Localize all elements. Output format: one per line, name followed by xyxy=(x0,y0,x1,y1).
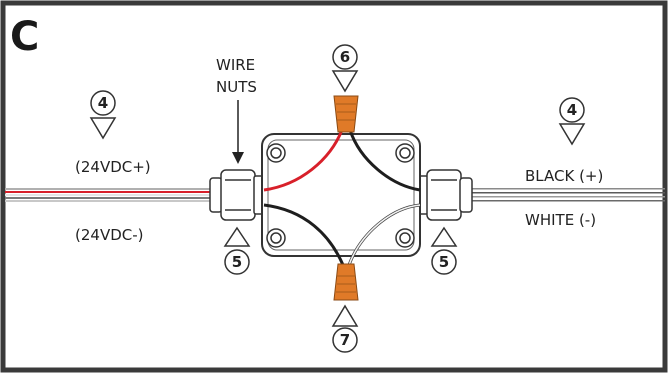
left-positive-label: (24VDC+) xyxy=(75,158,151,176)
callout-left-gland-number: 5 xyxy=(232,253,242,271)
callout-right-wire-number: 4 xyxy=(567,101,577,119)
callout-bottom-nut-number: 7 xyxy=(340,331,350,349)
callout-top-nut: 6 xyxy=(331,44,359,93)
callout-left-wire-number: 4 xyxy=(98,94,108,112)
top-wire-nut xyxy=(333,95,359,133)
right-cable-gland xyxy=(417,169,473,221)
callout-right-gland-number: 5 xyxy=(439,253,449,271)
box-screw-bottom-left xyxy=(266,228,286,248)
panel-letter: C xyxy=(10,14,39,60)
left-cable-gland xyxy=(209,169,265,221)
left-negative-label: (24VDC-) xyxy=(75,226,144,244)
wire-nuts-label-line2: NUTS xyxy=(216,78,257,96)
black-wire-in xyxy=(263,203,345,266)
box-screw-top-right xyxy=(395,143,415,163)
wire-nuts-arrow xyxy=(232,100,244,164)
box-screw-top-left xyxy=(266,143,286,163)
bottom-wire-nut xyxy=(333,263,359,301)
right-output-cable xyxy=(462,188,665,202)
callout-right-wire: 4 xyxy=(558,97,586,146)
callout-top-nut-number: 6 xyxy=(340,48,350,66)
callout-left-gland: 5 xyxy=(223,226,251,275)
callout-right-gland: 5 xyxy=(430,226,458,275)
callout-bottom-nut: 7 xyxy=(331,304,359,353)
junction-box xyxy=(261,133,421,257)
black-wire-out xyxy=(348,129,421,192)
box-screw-bottom-right xyxy=(395,228,415,248)
right-positive-label: BLACK (+) xyxy=(525,167,603,185)
callout-left-wire: 4 xyxy=(89,90,117,140)
left-input-cable xyxy=(5,188,215,202)
red-wire xyxy=(263,129,344,192)
wire-nuts-label-line1: WIRE xyxy=(216,56,255,74)
right-negative-label: WHITE (-) xyxy=(525,211,596,229)
